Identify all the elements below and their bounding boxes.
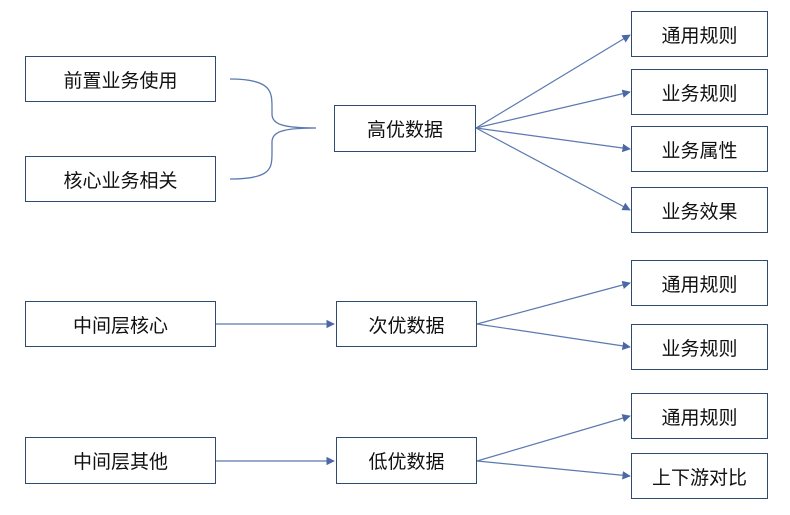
- arrow-high-to-rule-3: [475, 127, 631, 153]
- arrow-high-to-rule-1: [475, 34, 631, 129]
- rule-box: 业务规则: [631, 324, 768, 370]
- rule-box: 业务属性: [631, 126, 768, 172]
- arrow-second-to-rule-1: [476, 280, 631, 325]
- source-box: 中间层核心: [25, 301, 216, 347]
- arrow-high-to-rule-4: [475, 127, 631, 211]
- source-box: 中间层其他: [25, 437, 216, 484]
- source-box: 核心业务相关: [25, 156, 216, 202]
- priority-box-high: 高优数据: [334, 105, 476, 152]
- priority-box-low: 低优数据: [336, 437, 477, 484]
- source-box: 前置业务使用: [25, 56, 216, 102]
- rule-box: 通用规则: [631, 11, 768, 57]
- rule-box: 通用规则: [631, 260, 768, 306]
- rule-box: 通用规则: [631, 393, 768, 439]
- brace-connector: [229, 78, 317, 180]
- arrow-low-to-rule-2: [476, 460, 631, 480]
- arrow-second-to-rule-2: [476, 323, 631, 351]
- arrow-low-to-rule-1: [476, 414, 631, 462]
- rule-box: 业务效果: [631, 187, 768, 233]
- priority-box-second: 次优数据: [336, 301, 477, 347]
- rule-box: 业务规则: [631, 69, 768, 115]
- arrow-high-to-rule-2: [475, 89, 631, 129]
- rule-box: 上下游对比: [631, 453, 768, 499]
